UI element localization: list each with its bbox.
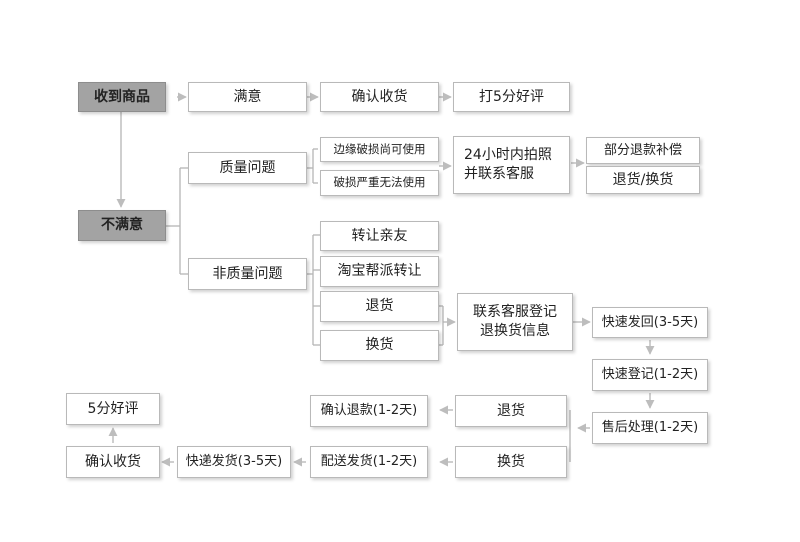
return-or-exchange-node: 退货/换货 xyxy=(586,166,700,194)
express-delivery-node: 快递发货(3-5天) xyxy=(177,446,291,478)
after-sales-processing-node: 售后处理(1-2天) xyxy=(592,412,708,444)
transfer-to-friends-node: 转让亲友 xyxy=(320,221,439,251)
contact-register-node: 联系客服登记 退换货信息 xyxy=(457,293,573,351)
return-right-node: 退货 xyxy=(455,395,567,427)
ship-out-node: 配送发货(1-2天) xyxy=(310,446,428,478)
exchange-node: 换货 xyxy=(320,330,439,361)
confirm-receipt-bottom-node: 确认收货 xyxy=(66,446,160,478)
taobao-group-transfer-node: 淘宝帮派转让 xyxy=(320,256,439,287)
rate-5-top-node: 打5分好评 xyxy=(453,82,570,112)
fast-register-node: 快速登记(1-2天) xyxy=(592,359,708,391)
partial-refund-node: 部分退款补偿 xyxy=(586,137,700,164)
satisfied-node: 满意 xyxy=(188,82,307,112)
non-quality-issue-node: 非质量问题 xyxy=(188,258,307,290)
contact-within-24h-node: 24小时内拍照 并联系客服 xyxy=(453,136,570,194)
received-goods-node: 收到商品 xyxy=(78,82,166,112)
confirm-receipt-top-node: 确认收货 xyxy=(320,82,439,112)
exchange-right-node: 换货 xyxy=(455,446,567,478)
unsatisfied-node: 不满意 xyxy=(78,210,166,241)
severe-damage-node: 破损严重无法使用 xyxy=(320,170,439,196)
fast-ship-back-node: 快速发回(3-5天) xyxy=(592,307,708,338)
edge-damage-node: 边缘破损尚可使用 xyxy=(320,137,439,162)
quality-issue-node: 质量问题 xyxy=(188,152,307,184)
return-node: 退货 xyxy=(320,291,439,322)
confirm-refund-node: 确认退款(1-2天) xyxy=(310,395,428,427)
rate-5-bottom-node: 5分好评 xyxy=(66,393,160,425)
